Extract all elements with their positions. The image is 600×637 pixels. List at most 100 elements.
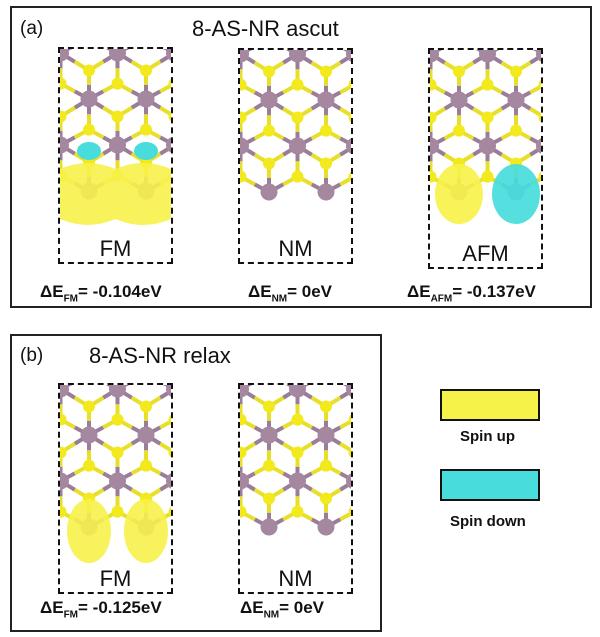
metal-atom xyxy=(240,472,249,490)
metal-atom xyxy=(317,91,335,109)
sulfur-atom xyxy=(60,413,67,426)
metal-atom xyxy=(289,137,306,155)
metal-atom xyxy=(479,50,496,63)
sulfur-atom xyxy=(111,110,124,123)
lattice xyxy=(430,50,541,224)
sulfur-atom xyxy=(453,65,465,78)
panel-a-title: 8-AS-NR ascut xyxy=(192,16,339,41)
metal-atom xyxy=(137,426,155,444)
state-label: FM xyxy=(99,566,132,591)
energy-value: = -0.104eV xyxy=(78,282,162,301)
sulfur-atom xyxy=(263,124,275,137)
delta-symbol: ΔE xyxy=(407,282,431,301)
sulfur-atom xyxy=(538,112,541,123)
metal-atom xyxy=(137,90,155,108)
energy-b-fm: ΔEFM= -0.125eV xyxy=(40,598,162,620)
metal-atom xyxy=(536,50,541,62)
legend-label-spin-down: Spin down xyxy=(450,513,526,530)
legend-label-spin-up: Spin up xyxy=(460,428,515,445)
metal-atom xyxy=(109,385,126,398)
sulfur-atom xyxy=(60,110,67,123)
energy-value: = -0.125eV xyxy=(78,598,162,617)
sulfur-atom xyxy=(111,77,124,90)
sulfur-atom xyxy=(291,446,304,459)
panel-b-label: (b) xyxy=(20,345,44,366)
energy-subscript: NM xyxy=(263,609,280,621)
metal-atom xyxy=(260,518,278,536)
bond xyxy=(159,442,171,453)
bond xyxy=(339,84,351,95)
sulfur-atom xyxy=(168,111,171,122)
metal-atom xyxy=(536,138,541,154)
metal-atom xyxy=(109,49,126,62)
energy-a-nm: ΔENM= 0eV xyxy=(248,282,332,304)
sulfur-atom xyxy=(240,111,247,124)
sulfur-atom xyxy=(83,123,95,136)
spin-up-density xyxy=(124,499,168,563)
metal-atom xyxy=(346,473,351,489)
sulfur-atom xyxy=(140,459,152,472)
metal-atom xyxy=(80,426,98,444)
lattice xyxy=(60,49,171,225)
bond xyxy=(159,83,171,94)
sulfur-atom xyxy=(240,413,247,426)
metal-atom xyxy=(166,49,171,61)
metal-atom xyxy=(166,385,171,397)
sulfur-atom xyxy=(291,170,304,183)
sulfur-atom xyxy=(510,124,522,137)
energy-subscript: FM xyxy=(63,293,79,305)
metal-atom xyxy=(346,138,351,154)
metal-atom xyxy=(109,472,126,490)
metal-atom xyxy=(60,136,69,154)
bond xyxy=(529,107,541,118)
sulfur-atom xyxy=(291,111,304,124)
metal-atom xyxy=(166,473,171,489)
sulfur-atom xyxy=(168,447,171,458)
bond xyxy=(529,84,541,95)
sulfur-atom xyxy=(430,78,437,91)
spin-up-density xyxy=(67,499,111,563)
sulfur-atom xyxy=(263,492,275,505)
energy-subscript: FM xyxy=(63,609,79,621)
delta-symbol: ΔE xyxy=(248,282,272,301)
sulfur-atom xyxy=(111,446,124,459)
sulfur-atom xyxy=(263,400,275,413)
sulfur-atom xyxy=(168,78,171,89)
metal-atom xyxy=(317,518,335,536)
lattice xyxy=(60,385,171,563)
sulfur-atom xyxy=(320,157,332,170)
spin-up-density xyxy=(435,164,483,224)
metal-atom xyxy=(346,385,351,397)
metal-atom xyxy=(60,49,69,62)
legend-swatch-spin-up xyxy=(440,389,540,421)
bond xyxy=(339,511,351,522)
bond xyxy=(339,107,351,118)
metal-atom xyxy=(260,91,278,109)
energy-value: = 0eV xyxy=(287,282,333,301)
lattice xyxy=(240,50,351,201)
state-label: NM xyxy=(278,566,313,591)
metal-atom xyxy=(60,472,69,490)
sulfur-atom xyxy=(348,447,351,458)
metal-atom xyxy=(317,183,335,201)
sulfur-atom xyxy=(348,79,351,90)
energy-subscript: NM xyxy=(271,293,288,305)
state-label: NM xyxy=(278,236,313,261)
sulfur-atom xyxy=(430,111,437,124)
state-label: AFM xyxy=(462,241,509,266)
sulfur-atom xyxy=(168,506,171,517)
metal-atom xyxy=(80,90,98,108)
metal-atom xyxy=(60,385,69,398)
sulfur-atom xyxy=(240,170,247,183)
metal-atom xyxy=(479,137,496,155)
bond xyxy=(339,176,351,187)
bond xyxy=(159,106,171,117)
metal-atom xyxy=(289,385,306,398)
sulfur-atom xyxy=(83,400,95,413)
sulfur-atom xyxy=(481,170,494,183)
sulfur-atom xyxy=(83,459,95,472)
state-label: FM xyxy=(99,236,132,261)
sulfur-atom xyxy=(240,78,247,91)
structure-b-fm: FM xyxy=(58,383,173,594)
metal-atom xyxy=(240,50,249,63)
